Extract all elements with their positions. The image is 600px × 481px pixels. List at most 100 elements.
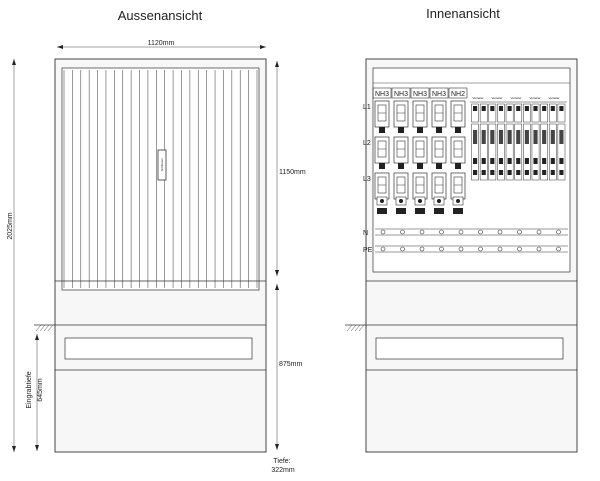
neutral-screw xyxy=(437,199,441,203)
busbar-label: PE xyxy=(363,247,373,254)
label-plate xyxy=(64,337,253,360)
n-terminal xyxy=(556,229,561,235)
circuit-breaker xyxy=(531,123,540,181)
breaker-top xyxy=(505,103,514,123)
breaker-lever xyxy=(490,158,495,164)
breaker-body xyxy=(473,130,478,144)
fuse-bases xyxy=(372,87,468,214)
pe-terminal xyxy=(478,246,483,252)
circuit-breakers xyxy=(470,101,567,181)
breaker-top-terminal xyxy=(490,106,495,111)
fuse-base-header xyxy=(429,87,449,99)
breaker-lever xyxy=(507,158,512,164)
fuse-terminal xyxy=(417,127,423,133)
breaker-bottom-terminal xyxy=(516,170,521,175)
breaker-top xyxy=(488,103,497,123)
phase-label: L3 xyxy=(363,176,371,183)
breaker-bottom-terminal xyxy=(498,170,504,175)
n-terminal xyxy=(458,229,464,235)
breaker-top-terminal xyxy=(498,106,504,111)
n-terminal xyxy=(478,229,483,235)
door-slats xyxy=(63,70,258,288)
breaker-top-terminal xyxy=(542,106,547,111)
fuse-base-label: NH3 xyxy=(432,91,446,98)
pe-terminal xyxy=(497,246,503,252)
circuit-breaker xyxy=(548,123,557,181)
upper-height-label: 1150mm xyxy=(279,169,306,176)
fuse-base-header xyxy=(391,87,411,99)
fuse-terminal xyxy=(436,127,442,133)
n-terminal xyxy=(517,229,522,235)
breaker-bottom-terminal xyxy=(542,170,547,175)
fuse-terminal xyxy=(379,163,385,169)
circuit-breaker xyxy=(497,123,505,181)
breaker-group-label: Verteiler xyxy=(548,96,559,100)
breaker-bottom-terminal xyxy=(490,170,495,175)
neutral-screw xyxy=(399,199,403,203)
breaker-group-label: Verteiler xyxy=(529,96,540,100)
terminal-block xyxy=(377,208,387,214)
breaker-top-terminal xyxy=(481,106,486,111)
breaker-top-terminal xyxy=(473,106,478,111)
pe-terminal xyxy=(400,246,405,252)
total-height-label: 2025mm xyxy=(7,212,14,239)
breaker-lever xyxy=(559,158,564,164)
breaker-top xyxy=(514,103,523,123)
circuit-breaker xyxy=(523,123,531,181)
fuse-terminal xyxy=(455,127,461,133)
fuse-base-header xyxy=(410,87,430,99)
breaker-top xyxy=(548,103,557,123)
n-terminal xyxy=(400,229,405,235)
breaker-lever xyxy=(516,158,521,164)
inside-ground-hatch xyxy=(346,324,365,332)
circuit-breaker xyxy=(540,123,548,181)
breaker-headers: Verteiler Verteiler Verteiler Verteiler … xyxy=(472,96,559,100)
title-outside-view: Aussenansicht xyxy=(118,8,203,23)
breaker-body xyxy=(524,130,529,144)
pe-terminal xyxy=(380,246,386,252)
breaker-top-terminal xyxy=(524,106,529,111)
fuse-terminal xyxy=(417,163,423,169)
breaker-top-terminal xyxy=(559,106,564,111)
n-terminal xyxy=(497,229,503,235)
pe-terminal xyxy=(439,246,444,252)
door-handle[interactable] xyxy=(157,149,167,181)
circuit-breaker xyxy=(505,123,514,181)
breaker-bottom-terminal xyxy=(473,170,478,175)
breaker-lever xyxy=(542,158,547,164)
depth-label: Tiefe: xyxy=(273,458,290,465)
burial-depth-label: Eingrabtiefe xyxy=(26,371,33,408)
n-terminal xyxy=(439,229,444,235)
neutral-screw xyxy=(418,199,422,203)
circuit-breaker xyxy=(479,123,488,181)
pe-terminal xyxy=(536,246,542,252)
width-label: 1120mm xyxy=(148,40,175,47)
pe-terminal xyxy=(556,246,561,252)
breaker-bottom-terminal xyxy=(550,170,555,175)
inside-label-plate xyxy=(375,337,564,360)
phase-label: L1 xyxy=(363,104,371,111)
terminal-block xyxy=(453,208,463,214)
fuse-base-label: NH3 xyxy=(394,91,408,98)
breaker-lever xyxy=(533,158,538,164)
door-handle-label: Schlüssel xyxy=(160,158,164,171)
phase-label: L2 xyxy=(363,140,371,147)
title-inside-view: Innenansicht xyxy=(426,6,500,21)
depth-value: 322mm xyxy=(271,467,295,474)
fuse-base-header xyxy=(372,87,392,99)
breaker-bottom-terminal xyxy=(524,170,529,175)
breaker-body xyxy=(542,130,547,144)
fuse-base-header xyxy=(448,87,468,99)
circuit-breaker xyxy=(488,123,497,181)
breaker-lever xyxy=(524,158,529,164)
fuse-terminal xyxy=(379,127,385,133)
terminal-block xyxy=(415,208,425,214)
breaker-top xyxy=(523,103,531,123)
fuse-terminal xyxy=(398,163,404,169)
fuse-terminal xyxy=(398,127,404,133)
fuse-base-label: NH3 xyxy=(413,91,427,98)
breaker-body xyxy=(516,130,521,144)
fuse-terminal xyxy=(455,163,461,169)
breaker-top-terminal xyxy=(507,106,512,111)
